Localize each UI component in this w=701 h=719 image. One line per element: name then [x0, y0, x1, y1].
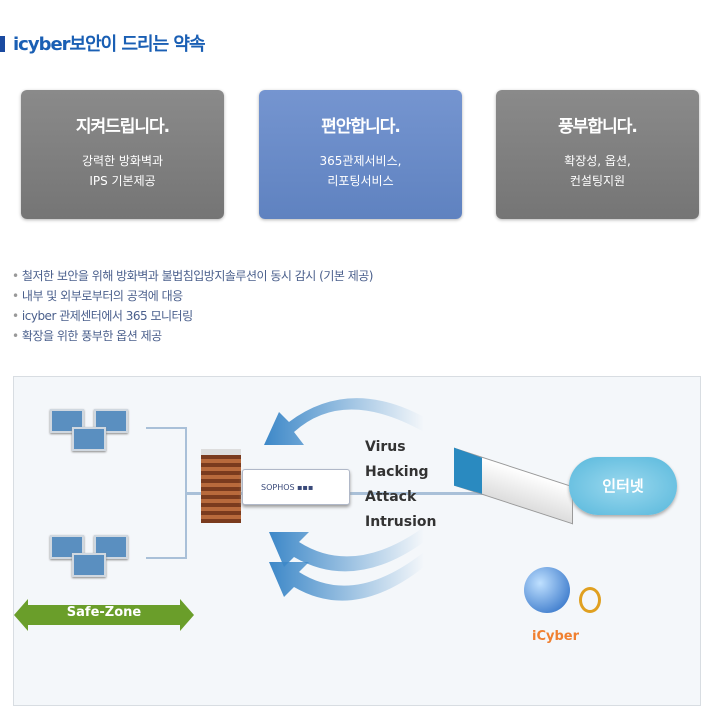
- network-diagram: SOPHOS ▪▪▪ Virus Hacking Attack Intrusio…: [13, 376, 701, 706]
- card-line: IPS 기본제공: [89, 174, 156, 188]
- key-icon: [579, 587, 601, 613]
- card-heading: 지켜드립니다.: [75, 117, 170, 137]
- sophos-device: SOPHOS ▪▪▪: [242, 469, 350, 505]
- icyber-logo: iCyber: [532, 629, 580, 644]
- card-line: 강력한 방화벽과: [81, 154, 164, 168]
- firewall-brick-icon: [201, 449, 241, 523]
- feature-list: 철저한 보안을 위해 방화벽과 불법침입방지솔루션이 동시 감시 (기본 제공)…: [12, 266, 374, 346]
- card-rich: 풍부합니다. 확장성, 옵션, 컨설팅지원: [496, 90, 699, 219]
- title-text: icyber보안이 드리는 약속: [13, 34, 206, 55]
- globe-key-icon: [524, 567, 570, 613]
- safe-zone-label: Safe-Zone: [66, 605, 142, 620]
- card-line: 확장성, 옵션,: [564, 154, 631, 168]
- threat-label: Attack: [365, 489, 417, 505]
- threat-arrows-icon: [264, 398, 424, 601]
- threat-list: Virus Hacking Attack Intrusion: [365, 435, 436, 535]
- card-heading: 풍부합니다.: [558, 117, 638, 137]
- card-comfort: 편안합니다. 365관제서비스, 리포팅서비스: [259, 90, 462, 219]
- card-line: 컨설팅지원: [569, 174, 626, 188]
- threat-label: Intrusion: [365, 514, 437, 530]
- list-item: 내부 및 외부로부터의 공격에 대응: [12, 286, 373, 306]
- threat-label: Hacking: [365, 464, 429, 480]
- card-protect: 지켜드립니다. 강력한 방화벽과 IPS 기본제공: [21, 90, 224, 219]
- card-line: 365관제서비스,: [319, 154, 402, 168]
- list-item: icyber 관제센터에서 365 모니터링: [12, 306, 373, 326]
- device-brand: SOPHOS: [261, 483, 295, 492]
- safe-zone-arrow: [14, 599, 194, 631]
- list-item: 확장을 위한 풍부한 옵션 제공: [12, 326, 373, 346]
- internet-cloud: 인터넷: [569, 457, 677, 515]
- list-item: 철저한 보안을 위해 방화벽과 불법침입방지솔루션이 동시 감시 (기본 제공): [12, 266, 374, 286]
- section-title: icyber보안이 드리는 약속: [0, 30, 206, 56]
- card-line: 리포팅서비스: [327, 174, 394, 188]
- card-heading: 편안합니다.: [321, 117, 401, 137]
- threat-label: Virus: [365, 439, 406, 455]
